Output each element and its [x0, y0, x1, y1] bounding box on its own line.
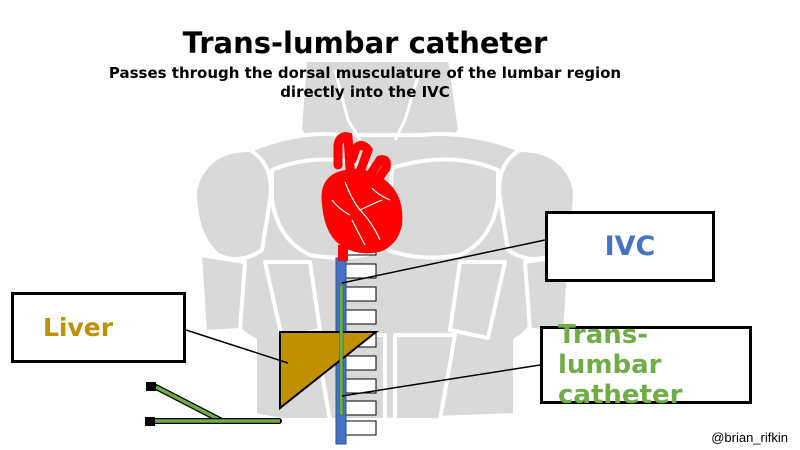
catheter-label-line1: Trans-lumbar — [558, 320, 662, 380]
catheter-label: Trans-lumbar catheter — [558, 320, 749, 410]
ivc-label-box: IVC — [545, 211, 715, 282]
catheter-hub-bottom — [145, 417, 155, 426]
ivc-label: IVC — [604, 231, 656, 262]
liver-label: Liver — [43, 313, 114, 342]
page-title: Trans-lumbar catheter — [182, 26, 548, 60]
catheter-line — [145, 284, 344, 426]
leader-lines — [185, 239, 546, 397]
author-credit: @brian_rifkin — [711, 430, 788, 445]
heart-icon — [321, 132, 403, 261]
neck-outline — [333, 69, 422, 141]
liver-label-box: Liver — [11, 292, 186, 363]
catheter-hub-top — [146, 382, 156, 391]
torso-silhouette — [193, 58, 577, 422]
liver-shape — [279, 331, 379, 411]
page-subtitle: Passes through the dorsal musculature of… — [108, 64, 622, 101]
catheter-label-line2: catheter — [558, 380, 683, 410]
catheter-intravascular — [339, 284, 344, 416]
catheter-label-box: Trans-lumbar catheter — [540, 320, 752, 410]
